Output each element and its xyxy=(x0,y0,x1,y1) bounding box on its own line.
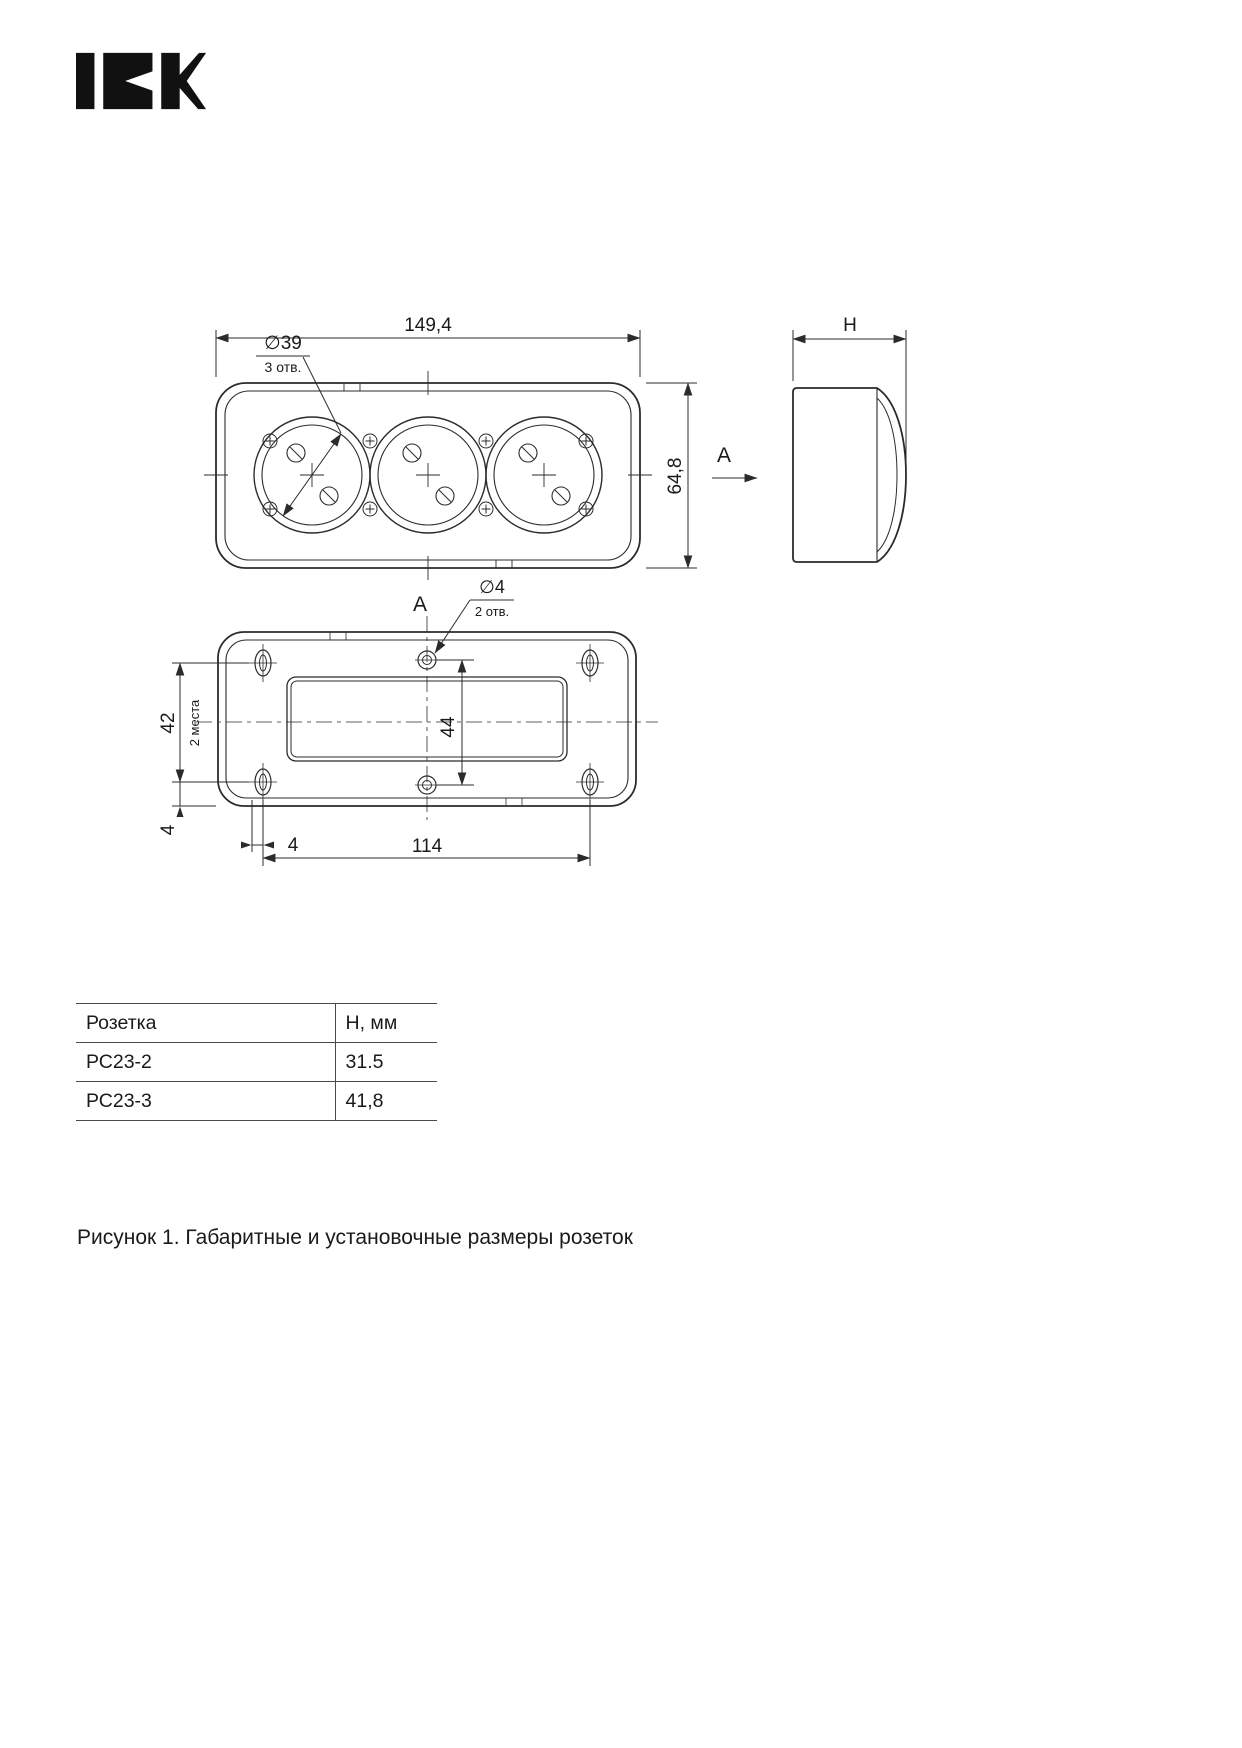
label-hole-count-2: 2 отв. xyxy=(475,604,509,619)
dim-front-height: 64,8 xyxy=(665,458,686,495)
bottom-centerlines xyxy=(196,616,658,820)
table-row: РС23-2 31.5 xyxy=(76,1042,437,1082)
table-cell-height: 31.5 xyxy=(334,1042,437,1082)
table-row: РС23-3 41,8 xyxy=(76,1081,437,1121)
label-hole-count-3: 3 отв. xyxy=(265,359,302,375)
table-cell-height: 41,8 xyxy=(334,1081,437,1121)
front-view xyxy=(204,330,758,580)
table-header-height: Н, мм xyxy=(334,1003,437,1043)
socket-circle-2 xyxy=(369,416,487,534)
front-dimensions xyxy=(215,330,758,569)
label-hole-dia-39: ∅39 xyxy=(264,333,302,354)
socket-circle-3 xyxy=(485,416,603,534)
mounting-slots xyxy=(254,649,599,796)
side-dimensions xyxy=(792,330,907,466)
table-header-product: Розетка xyxy=(76,1003,335,1043)
dim-slot-note: 2 места xyxy=(187,699,202,746)
dim-holes-vertical: 44 xyxy=(438,716,459,738)
socket-height-table: Розетка Н, мм РС23-2 31.5 РС23-3 41,8 xyxy=(76,1003,437,1121)
dim-slot-vertical: 42 xyxy=(158,712,179,733)
table-cell-product: РС23-2 xyxy=(76,1042,335,1082)
label-hole-dia-4: ∅4 xyxy=(479,577,505,597)
bottom-view xyxy=(172,599,658,866)
table-cell-product: РС23-3 xyxy=(76,1081,335,1121)
bottom-view-label: A xyxy=(413,593,427,616)
iek-logo-letters xyxy=(76,52,207,110)
side-view xyxy=(792,330,907,563)
iek-logo: IEK xyxy=(76,52,207,110)
table-header-row: Розетка Н, мм xyxy=(76,1003,437,1043)
dim-offset-bottom: 4 xyxy=(288,835,299,856)
view-arrow-label: A xyxy=(717,444,731,467)
technical-drawing: 149,4 64,8 ∅39 3 отв. A H A ∅4 2 отв. 42… xyxy=(158,315,907,866)
front-centermarks xyxy=(204,371,652,580)
bottom-dimensions xyxy=(172,599,591,866)
dim-slots-horizontal: 114 xyxy=(412,836,443,857)
figure-caption: Рисунок 1. Габаритные и установочные раз… xyxy=(77,1226,633,1249)
dim-front-width: 149,4 xyxy=(404,315,452,336)
dim-offset-left: 4 xyxy=(158,824,179,835)
screw-icons xyxy=(262,433,594,517)
dim-side-depth: H xyxy=(843,315,857,336)
